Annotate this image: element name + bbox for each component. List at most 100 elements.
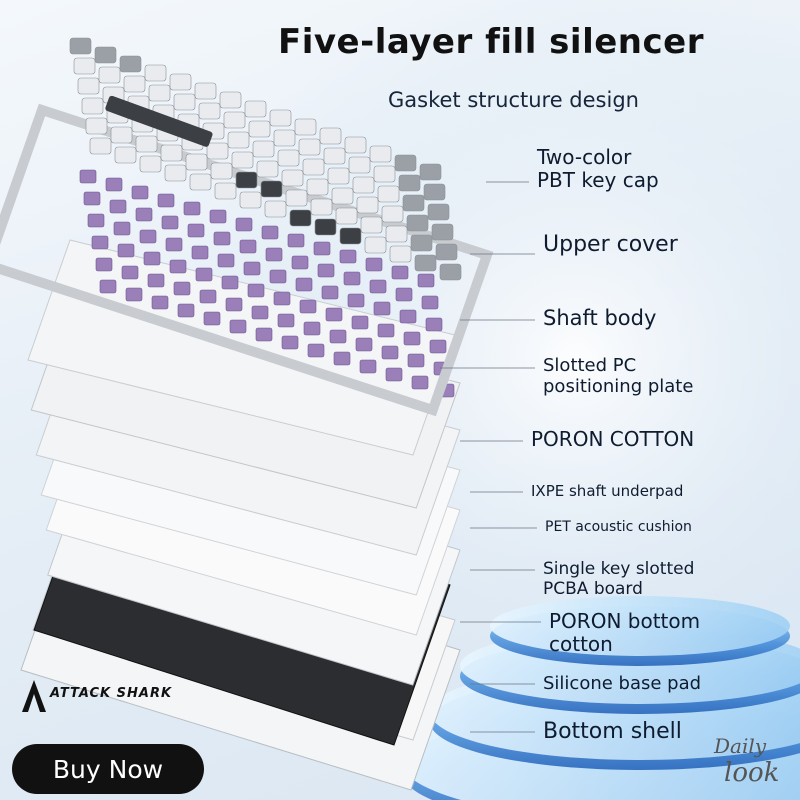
- keycap: [173, 93, 196, 111]
- keycap: [239, 191, 262, 209]
- switch: [307, 343, 325, 358]
- keycap: [139, 155, 162, 173]
- switch: [365, 257, 383, 272]
- keycap: [356, 196, 379, 214]
- keycap: [73, 57, 96, 75]
- keycap: [135, 135, 158, 153]
- switch: [377, 323, 395, 338]
- layer-label-line: Silicone base pad: [543, 673, 702, 694]
- switch: [287, 233, 305, 248]
- layer-label-line: PORON COTTON: [531, 427, 695, 451]
- keycap: [98, 66, 121, 84]
- keycap: [260, 180, 283, 198]
- switch: [195, 267, 213, 282]
- layer-label-2: Upper cover: [543, 232, 678, 257]
- switch: [221, 275, 239, 290]
- switch: [239, 239, 257, 254]
- switch: [273, 291, 291, 306]
- layer-label-line: Slotted PC: [543, 355, 637, 376]
- switch: [373, 301, 391, 316]
- keycap: [360, 216, 383, 234]
- switch: [359, 359, 377, 374]
- keycap: [244, 100, 267, 118]
- switch: [213, 231, 231, 246]
- switch: [277, 313, 295, 328]
- switch: [199, 289, 217, 304]
- layer-label-10: Silicone base pad: [543, 673, 702, 695]
- keycap: [327, 167, 350, 185]
- switch: [347, 293, 365, 308]
- keycap: [256, 160, 279, 178]
- keycap: [294, 118, 317, 136]
- keycap: [331, 187, 354, 205]
- keycap: [219, 91, 242, 109]
- upper-cover-frame: [0, 103, 494, 417]
- switch: [381, 345, 399, 360]
- keycap: [114, 146, 137, 164]
- switch: [333, 351, 351, 366]
- switch: [391, 265, 409, 280]
- keycap: [289, 209, 312, 227]
- switch: [217, 253, 235, 268]
- keycap: [339, 227, 362, 245]
- keycap: [335, 207, 358, 225]
- layer-label-6: IXPE shaft underpad: [531, 482, 683, 500]
- switch: [407, 353, 425, 368]
- keycap: [160, 144, 183, 162]
- keycap: [110, 126, 133, 144]
- keycap: [398, 174, 421, 192]
- switch: [329, 329, 347, 344]
- keycap: [402, 194, 425, 212]
- switch: [161, 215, 179, 230]
- keycap: [277, 149, 300, 167]
- keycap: [89, 137, 112, 155]
- switch: [303, 321, 321, 336]
- keycap: [423, 183, 446, 201]
- switch: [187, 223, 205, 238]
- switch: [157, 193, 175, 208]
- switch: [355, 337, 373, 352]
- keycap: [194, 82, 217, 100]
- switch: [131, 185, 149, 200]
- keycap: [414, 254, 437, 272]
- switch: [117, 243, 135, 258]
- keycap: [281, 169, 304, 187]
- keycap: [364, 236, 387, 254]
- switch: [95, 257, 113, 272]
- switch: [265, 247, 283, 262]
- switch: [281, 335, 299, 350]
- keycap: [77, 77, 100, 95]
- keycap: [389, 245, 412, 263]
- keycap: [273, 129, 296, 147]
- keycap: [427, 203, 450, 221]
- switch: [151, 295, 169, 310]
- layer-label-line: Shaft body: [543, 306, 657, 330]
- keycap: [198, 102, 221, 120]
- layer-label-3: Shaft body: [543, 306, 656, 330]
- keycap: [406, 214, 429, 232]
- switch: [125, 287, 143, 302]
- keycap: [381, 205, 404, 223]
- switch: [105, 177, 123, 192]
- buy-now-button[interactable]: Buy Now: [12, 744, 204, 794]
- keycap: [431, 223, 454, 241]
- shark-logo-icon: [22, 680, 46, 712]
- keycap: [435, 243, 458, 261]
- watermark-line1: Daily: [714, 734, 767, 758]
- keycap: [248, 120, 271, 138]
- switch: [121, 265, 139, 280]
- layer-label-line: PORON bottom: [549, 609, 701, 633]
- switch: [113, 221, 131, 236]
- keycap: [252, 140, 275, 158]
- keycap: [206, 142, 229, 160]
- keycap: [164, 164, 187, 182]
- keycap: [377, 185, 400, 203]
- switch: [343, 271, 361, 286]
- layer-label-line: PET acoustic cushion: [545, 519, 692, 535]
- keycap: [410, 234, 433, 252]
- switch: [147, 273, 165, 288]
- watermark-line2: look: [724, 758, 780, 788]
